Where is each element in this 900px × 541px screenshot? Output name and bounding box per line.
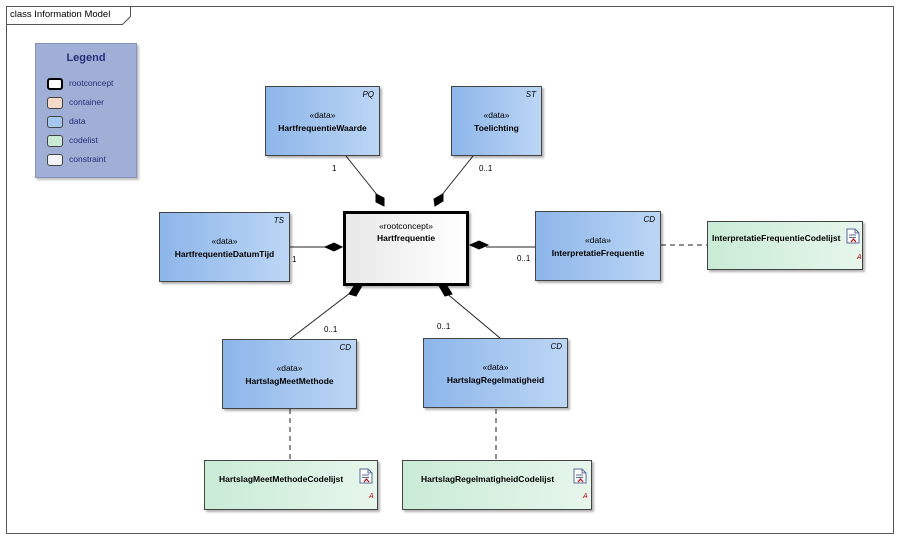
legend-label: container <box>69 97 104 107</box>
document-icon <box>359 468 373 484</box>
codelist-name: HartslagMeetMethodeCodelijst <box>219 474 344 484</box>
node-name: HartslagMeetMethode <box>245 376 334 386</box>
node-type-tag: PQ <box>362 90 374 99</box>
link-toelichting <box>440 155 474 197</box>
node-stereotype: «data» <box>483 110 510 120</box>
node-type-tag: CD <box>643 215 655 224</box>
node-stereotype: «data» <box>276 363 303 373</box>
multiplicity-interpretatie: 0..1 <box>517 254 531 263</box>
node-name: HartfrequentieWaarde <box>278 123 367 133</box>
node-type-tag: CD <box>550 342 562 351</box>
node-root-hartfrequentie[interactable]: «rootconcept» Hartfrequentie <box>343 211 469 286</box>
node-toelichting[interactable]: ST «data» Toelichting <box>451 86 542 156</box>
document-icon <box>846 228 860 244</box>
diamond-waarde <box>375 193 385 207</box>
node-name: HartfrequentieDatumTijd <box>174 249 275 259</box>
codelist-name: HartslagRegelmatigheidCodelijst <box>421 474 555 484</box>
codelist-marker: A <box>583 493 588 500</box>
legend-label: data <box>69 116 86 126</box>
node-hartslagmeetmethode[interactable]: CD «data» HartslagMeetMethode <box>222 339 357 409</box>
node-type-tag: ST <box>525 90 536 99</box>
diamond-interpretatie <box>468 240 490 250</box>
node-stereotype: «data» <box>585 235 611 245</box>
legend-swatch-constraint <box>47 154 63 166</box>
node-name: InterpretatieFrequentie <box>551 248 645 258</box>
link-regelmatigheid <box>444 291 501 339</box>
legend-label: codelist <box>69 135 98 145</box>
node-type-tag: CD <box>339 343 351 352</box>
node-interpretatiefrequentiecodelijst[interactable]: InterpretatieFrequentieCodelijst A <box>707 221 863 270</box>
node-type-tag: TS <box>273 216 284 225</box>
node-name: HartslagRegelmatigheid <box>446 375 545 385</box>
codelist-marker: A <box>857 254 862 261</box>
node-stereotype: «rootconcept» <box>379 221 433 231</box>
node-hartfrequentiedatumtijd[interactable]: TS «data» HartfrequentieDatumTijd <box>159 212 290 282</box>
legend-swatch-data <box>47 116 63 128</box>
multiplicity-toelichting: 0..1 <box>479 164 493 173</box>
document-icon <box>573 468 587 484</box>
node-name: Toelichting <box>474 123 519 133</box>
node-stereotype: «data» <box>309 110 336 120</box>
link-waarde <box>345 155 379 197</box>
node-hartslagregelmatigheidcodelijst[interactable]: HartslagRegelmatigheidCodelijst A <box>402 460 592 510</box>
codelist-marker: A <box>369 493 374 500</box>
multiplicity-waarde: 1 <box>332 164 337 173</box>
node-name: Hartfrequentie <box>376 233 436 243</box>
multiplicity-regelmatigheid: 0..1 <box>437 322 451 331</box>
legend-title: Legend <box>66 52 106 64</box>
multiplicity-datumtijd: 1 <box>292 255 297 264</box>
legend-swatch-rootconcept <box>47 78 63 90</box>
node-stereotype: «data» <box>482 362 509 372</box>
legend-swatch-codelist <box>47 135 63 147</box>
link-meetmethode <box>289 292 351 340</box>
legend-label: constraint <box>69 154 106 164</box>
node-interpretatiefrequentie[interactable]: CD «data» InterpretatieFrequentie <box>535 211 661 281</box>
legend-swatch-container <box>47 97 63 109</box>
diagram-frame <box>6 6 894 534</box>
diamond-datumtijd <box>323 242 344 252</box>
diamond-toelichting <box>433 193 444 207</box>
node-hartslagmeetmethodecodelijst[interactable]: HartslagMeetMethodeCodelijst A <box>204 460 378 510</box>
node-stereotype: «data» <box>211 236 238 246</box>
legend-label: rootconcept <box>69 78 114 88</box>
codelist-name: InterpretatieFrequentieCodelijst <box>712 233 841 243</box>
legend: Legend rootconcept container data codeli… <box>35 43 137 178</box>
node-hartfrequentiewaarde[interactable]: PQ «data» HartfrequentieWaarde <box>265 86 380 156</box>
multiplicity-meetmethode: 0..1 <box>324 325 338 334</box>
frame-title: class Information Model <box>10 9 111 20</box>
node-hartslagregelmatigheid[interactable]: CD «data» HartslagRegelmatigheid <box>423 338 568 408</box>
